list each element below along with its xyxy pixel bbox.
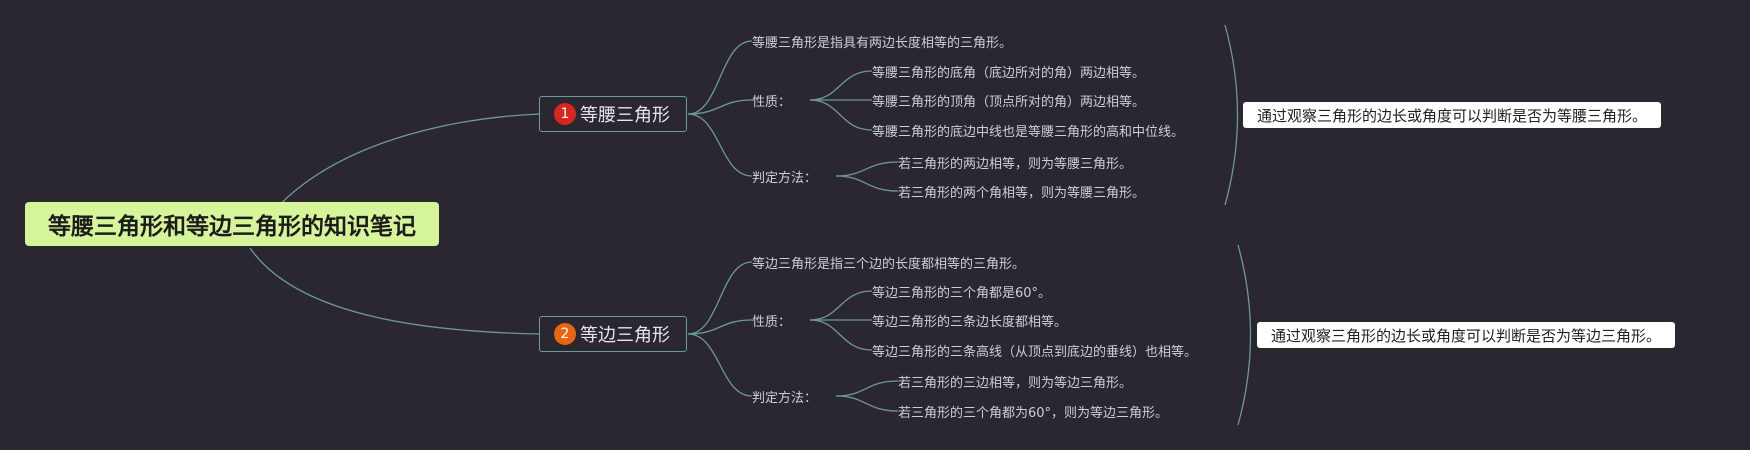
connector-b1-definition — [687, 40, 753, 115]
isosceles-method-1[interactable]: 若三角形的两边相等，则为等腰三角形。 — [898, 157, 1133, 172]
equilateral-property-3[interactable]: 等边三角形的三条高线（从顶点到底边的垂线）也相等。 — [872, 345, 1198, 360]
equilateral-summary[interactable]: 通过观察三角形的边长或角度可以判断是否为等边三角形。 — [1257, 322, 1676, 348]
equilateral-property-2[interactable]: 等边三角形的三条边长度都相等。 — [872, 315, 1068, 330]
summary-brace-1 — [1224, 24, 1239, 206]
isosceles-method-2[interactable]: 若三角形的两个角相等，则为等腰三角形。 — [898, 186, 1146, 201]
root-title: 等腰三角形和等边三角形的知识笔记 — [48, 214, 416, 240]
connector-b2-definition — [687, 261, 753, 335]
equilateral-method-2[interactable]: 若三角形的三个角都为60°，则为等边三角形。 — [898, 406, 1169, 421]
equilateral-definition[interactable]: 等边三角形是指三个边的长度都相等的三角形。 — [752, 257, 1026, 272]
equilateral-method-1[interactable]: 若三角形的三边相等，则为等边三角形。 — [898, 376, 1133, 391]
isosceles-properties-label[interactable]: 性质： — [752, 95, 792, 110]
summary-brace-2 — [1237, 244, 1252, 426]
connector-b1-properties — [687, 99, 753, 115]
isosceles-methods-label[interactable]: 判定方法： — [752, 171, 818, 186]
branch-title: 等边三角形 — [580, 325, 670, 346]
number-badge: 2 — [554, 323, 576, 345]
connector-b2-methods — [687, 333, 753, 397]
branch-isosceles-triangle[interactable]: 1 等腰三角形 — [539, 96, 687, 132]
number-badge: 1 — [554, 103, 576, 125]
isosceles-property-2[interactable]: 等腰三角形的顶角（顶点所对的角）两边相等。 — [872, 95, 1146, 110]
connector-b2-properties — [687, 319, 753, 335]
equilateral-property-1[interactable]: 等边三角形的三个角都是60°。 — [872, 286, 1052, 301]
connector-b1-methods — [687, 113, 753, 177]
connector-root-branch-2 — [249, 247, 541, 335]
isosceles-summary[interactable]: 通过观察三角形的边长或角度可以判断是否为等腰三角形。 — [1243, 102, 1662, 128]
branch-title: 等腰三角形 — [580, 105, 670, 126]
equilateral-properties-label[interactable]: 性质： — [752, 315, 792, 330]
isosceles-property-1[interactable]: 等腰三角形的底角（底边所对的角）两边相等。 — [872, 66, 1146, 81]
branch-equilateral-triangle[interactable]: 2 等边三角形 — [539, 316, 687, 352]
equilateral-methods-label[interactable]: 判定方法： — [752, 391, 818, 406]
isosceles-definition[interactable]: 等腰三角形是指具有两边长度相等的三角形。 — [752, 36, 1013, 51]
root-topic[interactable]: 等腰三角形和等边三角形的知识笔记 — [25, 202, 439, 246]
isosceles-property-3[interactable]: 等腰三角形的底边中线也是等腰三角形的高和中位线。 — [872, 125, 1185, 140]
